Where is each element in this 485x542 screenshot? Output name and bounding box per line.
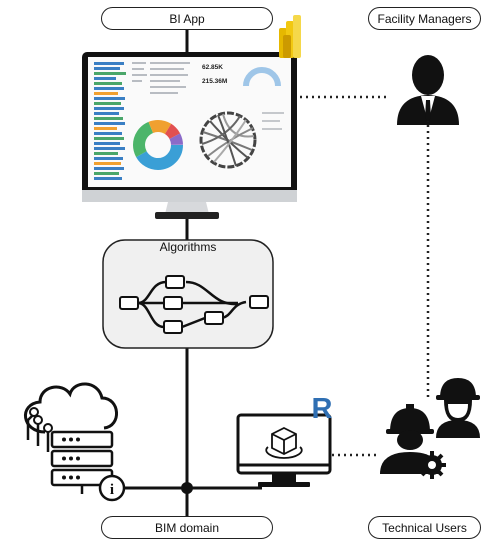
technical-user-male-icon <box>380 404 440 474</box>
dashboard-filter-lines <box>132 62 190 94</box>
dashboard-screen: 62.85K 215.36M <box>94 62 284 180</box>
algorithms-label: Algorithms <box>159 240 217 254</box>
gear-icon <box>418 451 446 479</box>
algorithms-box <box>102 239 274 349</box>
facility-managers-label: Facility Managers <box>368 7 481 30</box>
svg-text:i: i <box>110 482 114 498</box>
dashboard-bar-list <box>94 62 126 180</box>
bim-domain-label: BIM domain <box>101 516 273 539</box>
dashboard-donut <box>133 120 183 170</box>
3d-cube-icon <box>265 426 303 459</box>
bim-junction-dot <box>181 482 193 494</box>
technical-user-female-icon <box>436 378 480 438</box>
revit-logo: R <box>312 393 333 425</box>
dashboard-gauge <box>243 67 281 87</box>
facility-manager-icon <box>397 55 459 125</box>
algorithm-nodes <box>119 275 269 334</box>
kpi-value-1: 62.85K <box>202 64 223 71</box>
technical-users-label: Technical Users <box>368 516 481 539</box>
bi-app-label: BI App <box>101 7 273 30</box>
algorithm-flow-icon <box>137 280 247 329</box>
dashboard-small-labels <box>262 112 284 130</box>
dashboard-chord <box>199 111 257 169</box>
cloud-server-icon <box>23 382 118 494</box>
info-icon: i <box>98 474 126 502</box>
revit-workstation-icon <box>236 413 332 487</box>
monitor-icon <box>82 52 297 219</box>
kpi-value-2: 215.36M <box>202 78 227 85</box>
power-bi-logo <box>279 15 301 58</box>
